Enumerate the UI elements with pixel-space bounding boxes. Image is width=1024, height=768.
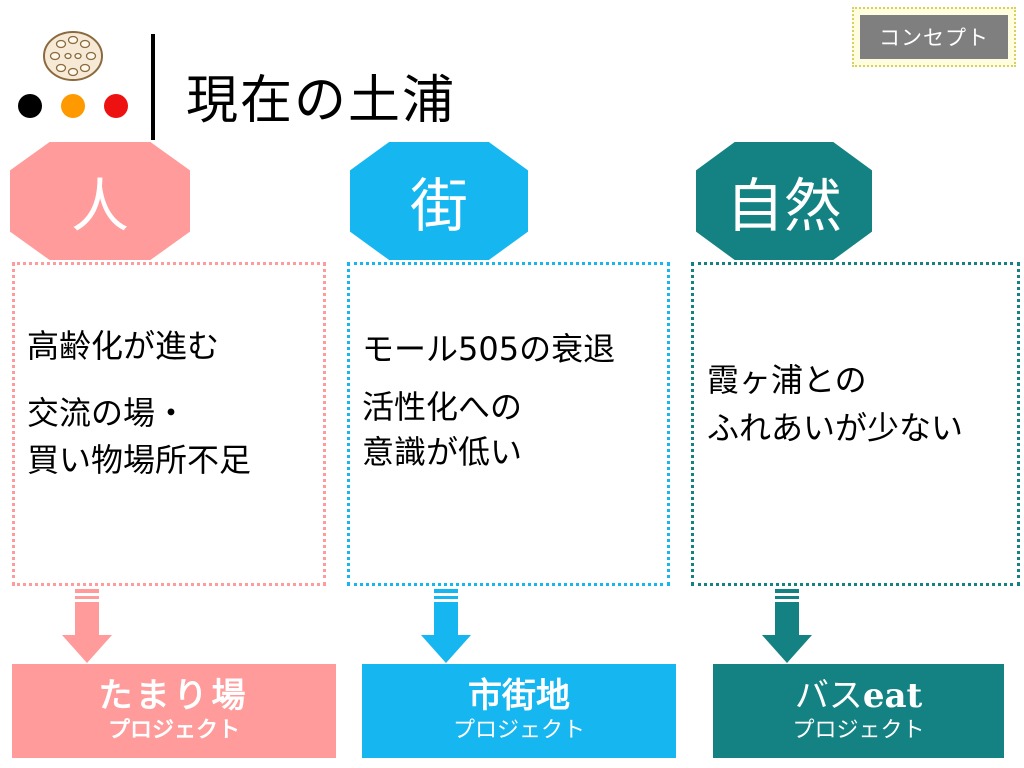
category-badge-people: 人 xyxy=(10,142,190,260)
project-box-tamariba: たまり場 プロジェクト xyxy=(12,664,336,758)
issue-text: 意識が低い xyxy=(362,433,523,471)
issue-box-nature: 霞ヶ浦との ふれあいが少ない xyxy=(691,262,1020,586)
orange-dot-icon xyxy=(61,94,85,118)
issue-box-people: 高齢化が進む 交流の場・ 買い物場所不足 xyxy=(12,262,326,586)
project-name-suffix: eat xyxy=(862,676,923,716)
arrow-down-icon xyxy=(421,589,471,663)
issue-text: 買い物場所不足 xyxy=(27,441,252,479)
issue-text: 交流の場・ xyxy=(27,394,188,432)
issue-text: 高齢化が進む xyxy=(27,327,220,365)
project-box-baseat: バスeat プロジェクト xyxy=(713,664,1004,758)
issue-text: 活性化への xyxy=(362,388,523,426)
arrow-down-icon xyxy=(62,589,112,663)
project-name: バスeat xyxy=(795,676,922,716)
project-name: 市街地 xyxy=(468,676,570,716)
issue-box-town: モール505の衰退 活性化への 意識が低い xyxy=(347,262,670,586)
issue-text: ふれあいが少ない xyxy=(707,409,964,447)
project-subtitle: プロジェクト xyxy=(107,718,240,743)
lotus-root-logo-icon xyxy=(43,31,103,81)
category-badge-nature: 自然 xyxy=(696,142,872,260)
title-divider xyxy=(151,34,155,140)
project-subtitle: プロジェクト xyxy=(452,718,585,743)
issue-text: 霞ヶ浦との xyxy=(707,361,867,399)
red-dot-icon xyxy=(104,94,128,118)
project-name: たまり場 xyxy=(98,676,250,716)
arrow-down-icon xyxy=(762,589,812,663)
category-badge-town: 街 xyxy=(350,142,528,260)
project-subtitle: プロジェクト xyxy=(792,718,925,743)
project-name-prefix: バス xyxy=(794,676,863,716)
issue-text: モール505の衰退 xyxy=(362,330,616,368)
project-box-shigaichi: 市街地 プロジェクト xyxy=(362,664,676,758)
concept-tag-label: コンセプト xyxy=(860,15,1008,59)
page-title: 現在の土浦 xyxy=(186,71,457,131)
concept-tag: コンセプト xyxy=(852,7,1016,67)
black-dot-icon xyxy=(18,94,42,118)
